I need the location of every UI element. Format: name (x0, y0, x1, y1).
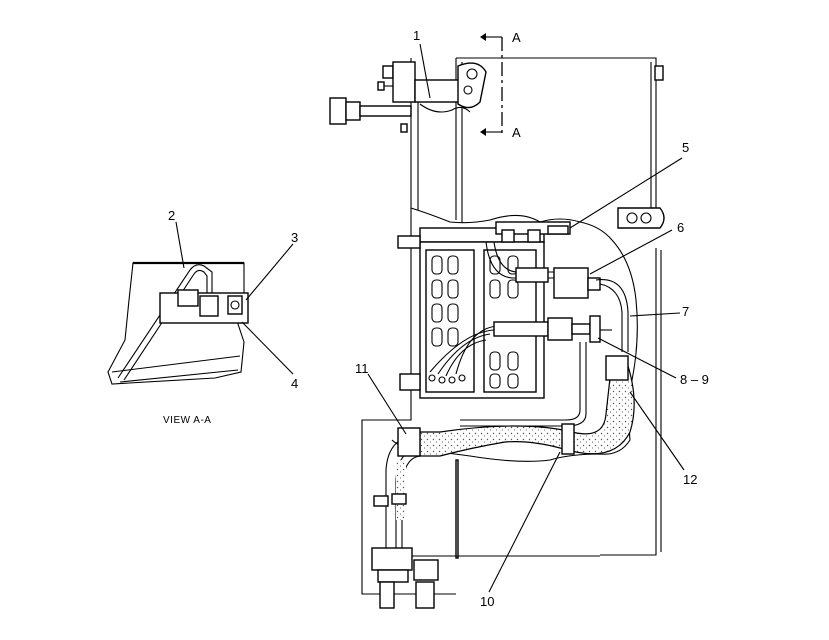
detail-shadow-band (111, 355, 241, 373)
callout-2: 2 (168, 208, 175, 223)
callout-11: 11 (355, 361, 369, 376)
callout-3: 3 (291, 230, 298, 245)
callout-6: 6 (677, 220, 684, 235)
tube-routing (460, 241, 629, 427)
header-bracket (495, 221, 571, 243)
lower-cabinet (371, 459, 600, 609)
view-a-a-detail (107, 261, 249, 385)
section-line-a (480, 33, 503, 136)
heater-coil-rack (397, 227, 545, 399)
callout-8-9: 8 – 9 (680, 372, 709, 387)
section-mark-a-top: A (512, 30, 521, 45)
hose-clamp-12 (605, 355, 629, 381)
callout-12: 12 (683, 472, 697, 487)
callout-5: 5 (682, 140, 689, 155)
enclosure-back-panel (456, 57, 657, 228)
section-mark-a-bottom: A (512, 125, 521, 140)
cutaway-edge (391, 207, 638, 462)
detail-bolt-3 (230, 300, 240, 310)
detail-tube-2 (117, 264, 213, 379)
callout-1: 1 (413, 28, 420, 43)
drain-lines (373, 427, 421, 548)
mounting-bracket (617, 207, 665, 229)
main-assembly (329, 33, 665, 609)
enclosure-right-panel (600, 248, 657, 556)
view-a-a-caption: VIEW A-A (163, 415, 211, 426)
callout-10: 10 (480, 594, 494, 609)
side-connector (329, 97, 412, 125)
leader-lines (175, 43, 685, 593)
callout-4: 4 (291, 376, 298, 391)
callout-7: 7 (682, 304, 689, 319)
top-valve-fittings (377, 61, 487, 133)
